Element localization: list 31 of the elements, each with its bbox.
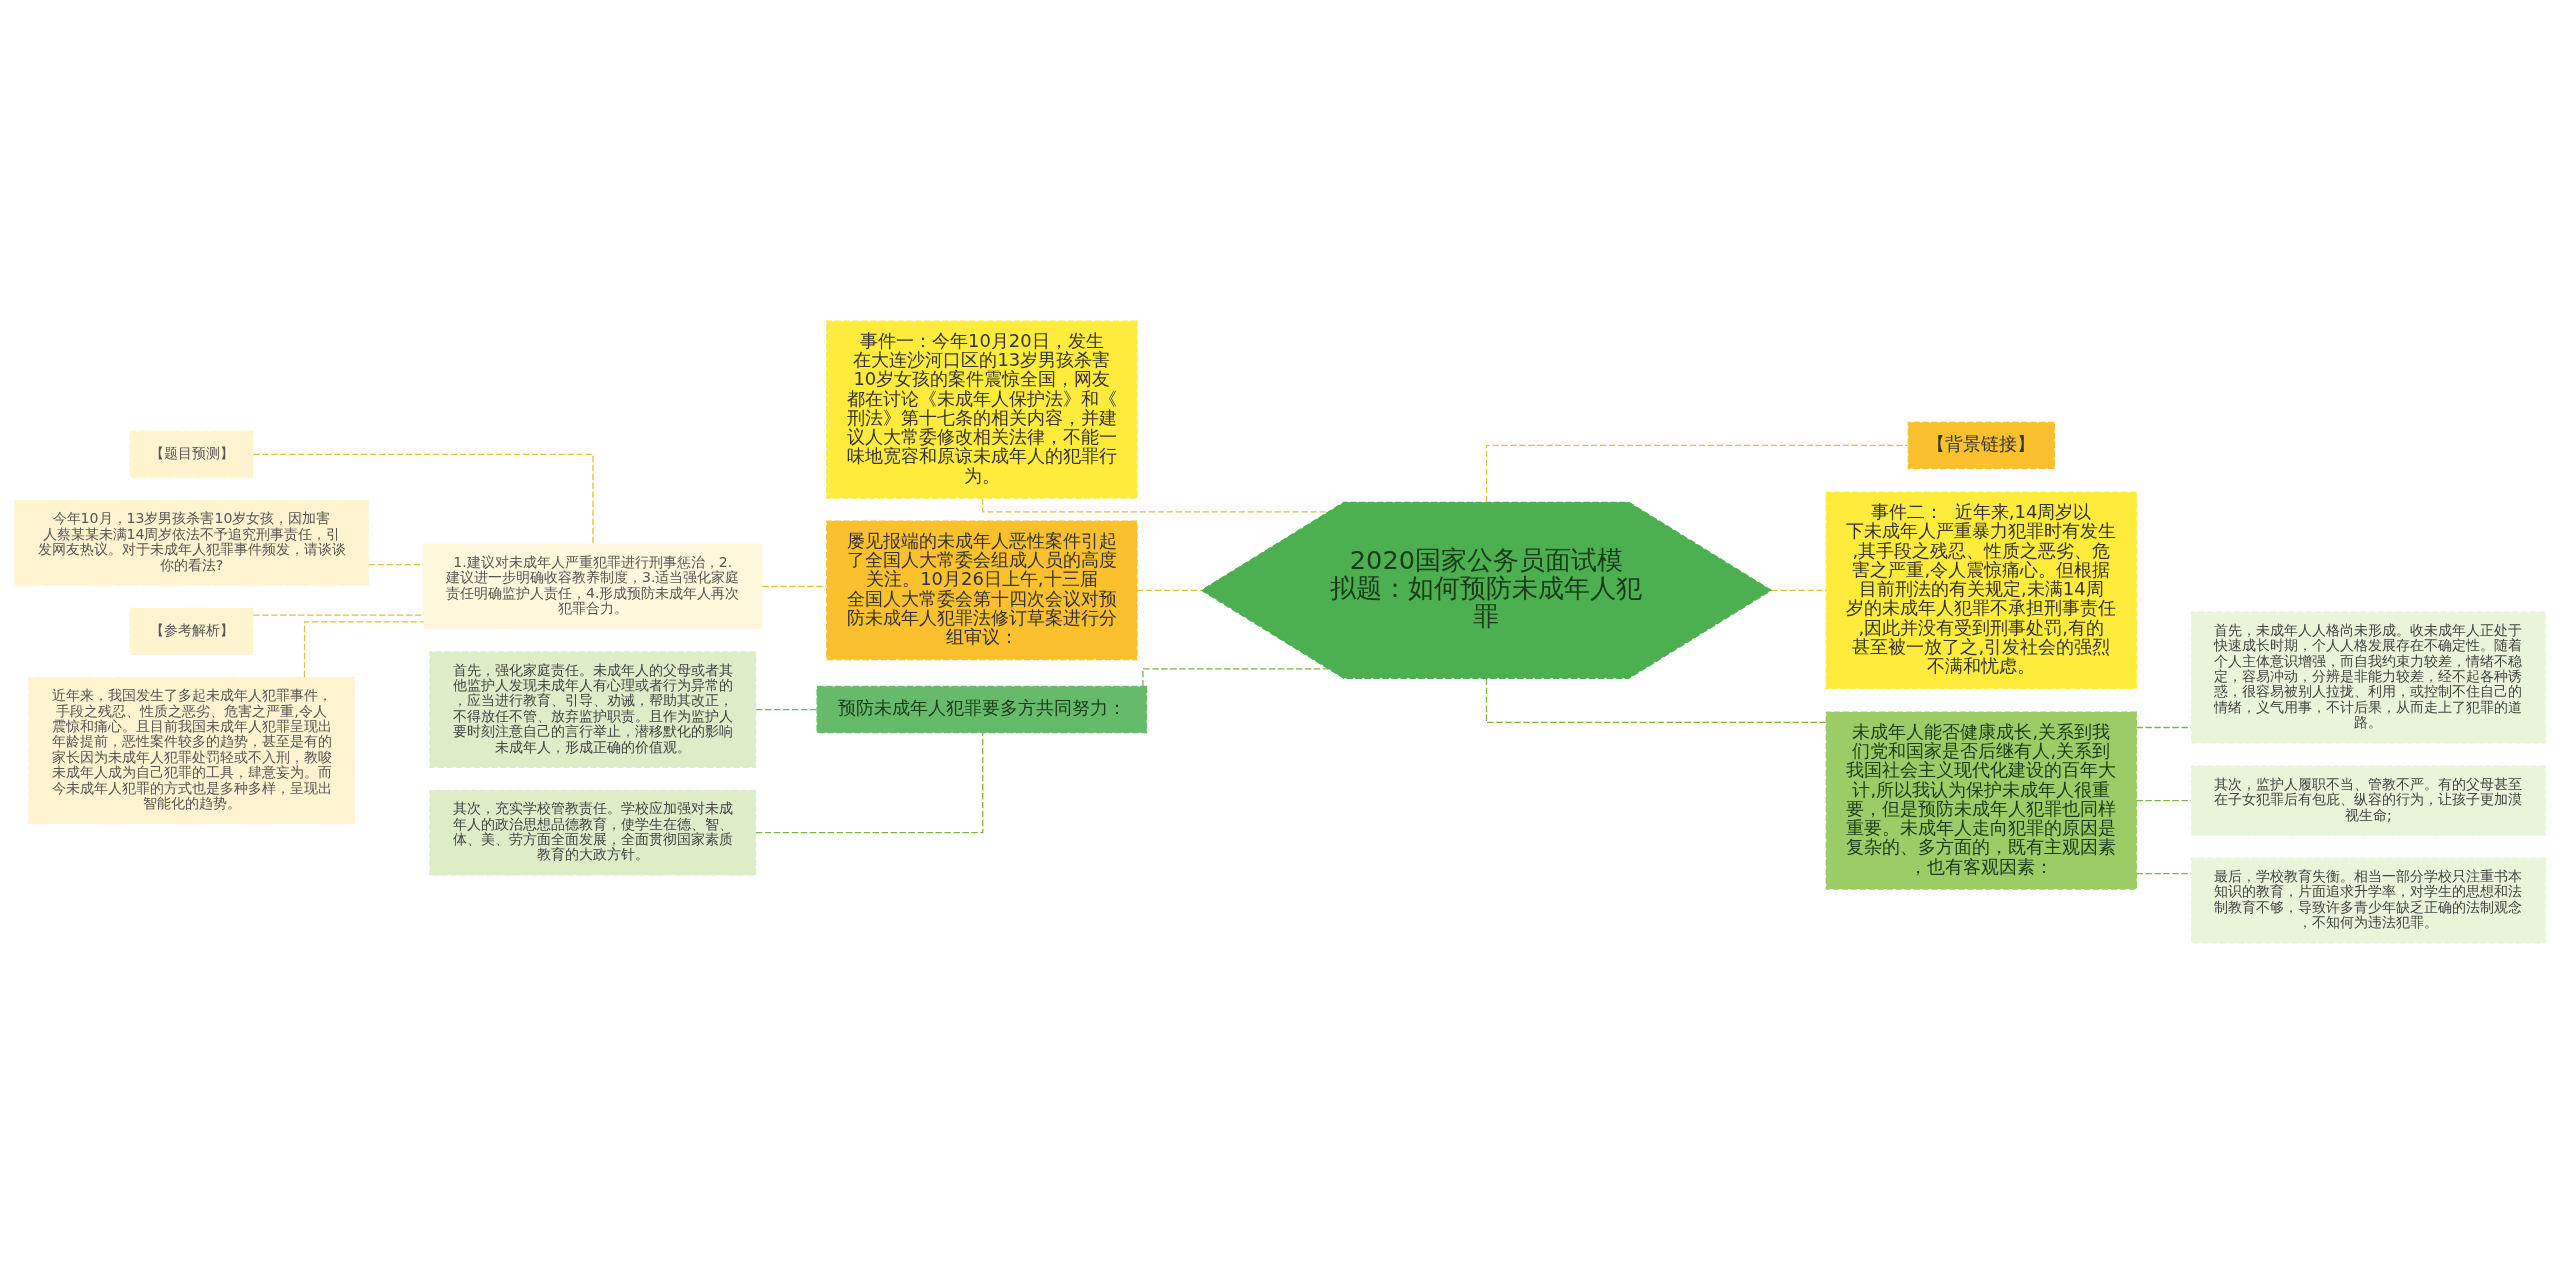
connector	[1485, 444, 1909, 503]
node-box: 今年10月，13岁男孩杀害10岁女孩，因加害人蔡某某未满14周岁依法不予追究刑事责任，引发网友热议。对于未成年人犯罪事件频发，请谈谈你的看法?	[13, 499, 370, 586]
node-box: 未成年人能否健康成长,关系到我们党和国家是否后继有人,关系到我国社会主义现代化建设的百年大计,所以我认为保护未成年人很重要，但是预防未成年人犯罪也同样重要。未成年人走向犯罪的原因是复杂的、多方面的，既有主观因素，也有客观因素：	[1825, 711, 2138, 890]
connector	[252, 453, 594, 545]
connector	[1485, 677, 1827, 723]
node-box: 其次，充实学校管教责任。学校应加强对未成年人的政治思想品德教育，使学生在德、智、体、美、劳方面全面发展，全面贯彻国家素质教育的大政方针。	[429, 789, 757, 876]
node-box: 事件一：今年10月20日，发生在大连沙河口区的13岁男孩杀害10岁女孩的案件震惊全国，网友都在讨论《未成年人保护法》和《刑法》第十七条的相关内容，并建议人大常委修改相关法律，不能一味地宽容和原谅未成年人的犯罪行为。	[826, 320, 1138, 499]
connector	[755, 708, 818, 710]
node-box: 【题目预测】	[129, 430, 254, 478]
connector	[368, 563, 424, 565]
node-box: 预防未成年人犯罪要多方共同努力：	[816, 685, 1148, 733]
connector	[2135, 726, 2192, 728]
node-box: 【背景链接】	[1907, 421, 2056, 469]
connector	[303, 620, 425, 678]
connector	[761, 585, 827, 587]
node-box: 屡见报端的未成年人恶性案件引起了全国人大常委会组成人员的高度关注。10月26日上午,十三届全国人大常委会第十四次会议对预防未成年人犯罪法修订草案进行分组审议：	[826, 519, 1138, 660]
node-box: 1.建议对未成年人严重犯罪进行刑事惩治，2.建议进一步明确收容教养制度，3.适当强化家庭责任明确监护人责任，4.形成预防未成年人再次犯罪合力。	[422, 543, 763, 629]
node-box: 事件二： 近年来,14周岁以下未成年人严重暴力犯罪时有发生,其手段之残忍、性质之恶劣、危害之严重,令人震惊痛心。但根据目前刑法的有关规定,未满14周岁的未成年人犯罪不承担刑事责任,因此并没有受到刑事处罚,有的甚至被一放了之,引发社会的强烈不满和忧虑。	[1825, 491, 2138, 689]
connector	[982, 497, 1330, 512]
node-box: 首先，强化家庭责任。未成年人的父母或者其他监护人发现未成年人有心理或者行为异常的，应当进行教育、引导、劝诫，帮助其改正，不得放任不管、放弃监护职责。且作为监护人要时刻注意自己的言行举止，潜移默化的影响未成年人，形成正确的价值观。	[429, 650, 757, 768]
connector	[2135, 872, 2192, 874]
connector	[1136, 589, 1203, 591]
connector	[252, 614, 424, 616]
node-box: 近年来，我国发生了多起未成年人犯罪事件，手段之残忍、性质之恶劣、危害之严重,令人震惊和痛心。且目前我国未成年人犯罪呈现出年龄提前，恶性案件较多的趋势，甚至是有的家长因为未成年人犯罪处罚轻或不入刑，教唆未成年人成为自己犯罪的工具，肆意妄为。而今未成年人犯罪的方式也是多种多样，呈现出智能化的趋势。	[28, 676, 355, 824]
node-box: 其次，监护人履职不当、管教不严。有的父母甚至在子女犯罪后有包庇、纵容的行为，让孩子更加漠视生命;	[2190, 764, 2547, 836]
node-box: 首先，未成年人人格尚未形成。收未成年人正处于快速成长时期，个人人格发展存在不确定性。随着个人主体意识增强，而自我约束力较差，情绪不稳定，容易冲动，分辨是非能力较差，经不起各种诱惑，很容易被别人拉拢、利用，或控制不住自己的情绪，义气用事，不计后果，从而走上了犯罪的道路。	[2190, 611, 2547, 744]
connector	[1770, 589, 1827, 591]
node-box: 最后，学校教育失衡。相当一部分学校只注重书本知识的教育，片面追求升学率，对学生的思想和法制教育不够，导致许多青少年缺乏正确的法制观念，不知何为违法犯罪。	[2190, 857, 2547, 943]
connector	[2135, 799, 2192, 801]
connector	[755, 731, 984, 833]
node-box: 【参考解析】	[129, 607, 254, 655]
